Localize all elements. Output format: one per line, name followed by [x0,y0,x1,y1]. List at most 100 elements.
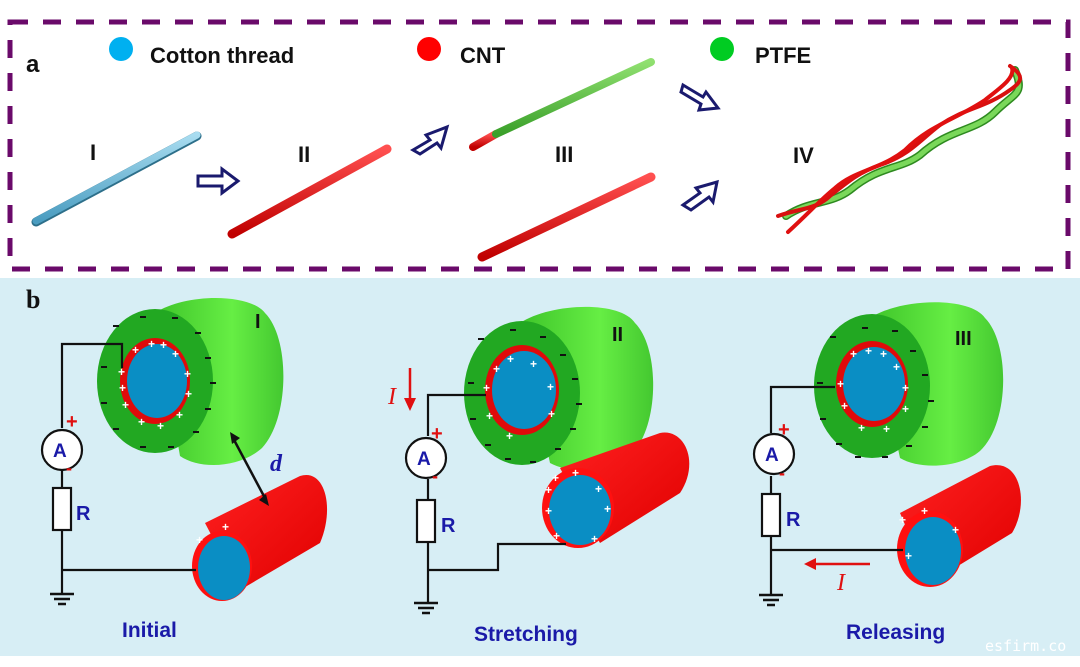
resistor-label: R [441,515,456,537]
ammeter-label: A [765,445,779,466]
svg-text:+: + [530,357,537,371]
svg-text:+: + [118,365,125,379]
svg-text:+: + [493,362,500,376]
svg-text:+: + [902,381,909,395]
svg-text:+: + [893,360,900,374]
svg-text:+: + [921,504,928,518]
svg-text:+: + [883,422,890,436]
panel-a: a Cotton thread CNT PTFE I II [0,0,1080,278]
svg-text:+: + [184,367,191,381]
cotton-core [492,351,556,429]
plus-terminal: + [431,423,443,445]
resistor [51,486,73,532]
arrow-icon [410,124,450,156]
panel-b-letter: b [26,285,40,314]
svg-text:+: + [591,532,598,546]
svg-text:+: + [595,482,602,496]
legend-swatch-ptfe [710,37,734,61]
stage-label-ii: II [298,142,310,167]
state-roman-ii: II [612,324,623,346]
caption-releasing: Releasing [846,621,945,644]
positive-charges: ++++ [899,504,959,563]
negative-charges [817,327,934,458]
arrow-icon [196,166,241,196]
svg-text:+: + [902,402,909,416]
svg-text:+: + [486,409,493,423]
watermark: esfirm.co [985,637,1066,655]
dashed-border [7,19,1071,272]
panel-b-canvas: b I ++++ ++++ ++++ [26,285,1066,655]
negative-charges [101,316,216,448]
panel-b: b I ++++ ++++ ++++ [0,278,1080,656]
svg-text:+: + [507,352,514,366]
state-stretching: II ++++ ++++ ++++ ++++ [387,306,690,646]
svg-text:+: + [160,338,167,352]
svg-text:+: + [841,399,848,413]
cotton-core [549,475,611,545]
circuit-wires [60,342,196,594]
legend-label-ptfe: PTFE [755,43,811,68]
ammeter [752,432,796,476]
svg-text:+: + [905,549,912,563]
panel-a-canvas: a Cotton thread CNT PTFE I II [7,19,1071,272]
positive-charges: ++++ ++++ ++ [837,344,909,436]
svg-text:+: + [172,347,179,361]
ground-icon [759,593,783,607]
svg-text:+: + [552,471,559,485]
stage-label-i: I [90,140,96,165]
svg-text:+: + [880,347,887,361]
svg-text:+: + [858,421,865,435]
resistor-label: R [786,509,801,531]
current-label: I [387,384,397,410]
cotton-core [198,536,250,600]
arrow-icon [679,82,721,112]
ptfe-rod [492,58,655,138]
state-roman-i: I [255,311,261,333]
circuit-wires [769,385,903,595]
distance-arrow [231,437,268,501]
cotton-core [127,344,187,418]
svg-text:+: + [865,344,872,358]
resistor-label: R [76,503,91,525]
stage-label-iv: IV [793,143,814,168]
svg-text:+: + [952,523,959,537]
resistor [415,498,437,544]
arrow-icon [680,179,719,212]
svg-text:+: + [545,504,552,518]
plus-terminal: + [66,411,78,433]
cotton-core [843,347,905,421]
svg-text:+: + [506,429,513,443]
panel-a-letter: a [26,51,40,78]
svg-text:+: + [122,398,129,412]
svg-text:+: + [545,483,552,497]
ammeter-label: A [417,449,431,470]
positive-charges: ++++ ++++ [483,352,555,443]
minus-terminal: - [432,466,438,486]
distance-label: d [270,451,283,477]
current-label: I [836,570,846,596]
svg-text:+: + [553,529,560,543]
ground-icon [50,592,74,606]
cnt-rod-segment [469,130,500,151]
caption-initial: Initial [122,619,177,642]
caption-stretching: Stretching [474,623,578,646]
cotton-thread-rod [32,131,201,225]
plus-terminal: + [778,419,790,441]
legend-label-cotton: Cotton thread [150,43,294,68]
legend-swatch-cnt [417,37,441,61]
ground-icon [414,601,438,615]
legend: Cotton thread CNT PTFE [109,37,811,68]
svg-text:+: + [222,520,229,534]
cotton-core [905,517,961,585]
legend-swatch-cotton [109,37,133,61]
svg-text:+: + [572,466,579,480]
svg-text:+: + [119,381,126,395]
svg-text:+: + [157,419,164,433]
legend-label-cnt: CNT [460,43,506,68]
svg-text:+: + [148,337,155,351]
minus-terminal: - [66,458,72,478]
svg-text:+: + [196,533,203,547]
cnt-rod [227,144,392,239]
negative-charges [468,329,582,463]
twisted-yarn [776,64,1023,234]
